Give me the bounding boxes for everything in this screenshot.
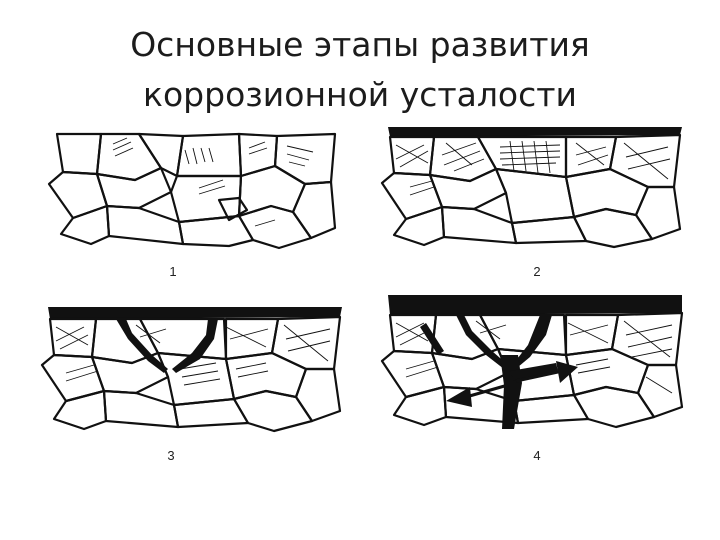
stage-3-diagram bbox=[40, 303, 345, 435]
stage-4-label: 4 bbox=[533, 448, 541, 463]
stage-4-corrosion-film bbox=[388, 295, 682, 315]
stage-3-label: 3 bbox=[167, 448, 175, 463]
slide-title-line-1: Основные этапы развития bbox=[130, 25, 590, 64]
stage-2-label: 2 bbox=[533, 264, 541, 279]
stage-4-grain-structure bbox=[380, 295, 684, 429]
stage-2-diagram bbox=[380, 125, 685, 250]
stage-3-grain-structure bbox=[40, 307, 342, 433]
stage-4-propagation-arrows bbox=[446, 361, 578, 407]
stage-2-corrosion-film bbox=[388, 127, 682, 137]
stage-1-label: 1 bbox=[169, 264, 177, 279]
stage-1-diagram bbox=[43, 128, 343, 250]
stage-2-grain-structure bbox=[380, 127, 682, 249]
stage-3-cracks bbox=[116, 319, 218, 373]
stage-4-cracks bbox=[420, 315, 558, 429]
stage-1-grain-structure bbox=[47, 132, 337, 250]
slide-title-line-2: коррозионной усталости bbox=[143, 75, 577, 114]
stage-3-corrosion-film bbox=[48, 307, 342, 319]
stage-4-diagram bbox=[380, 293, 685, 435]
